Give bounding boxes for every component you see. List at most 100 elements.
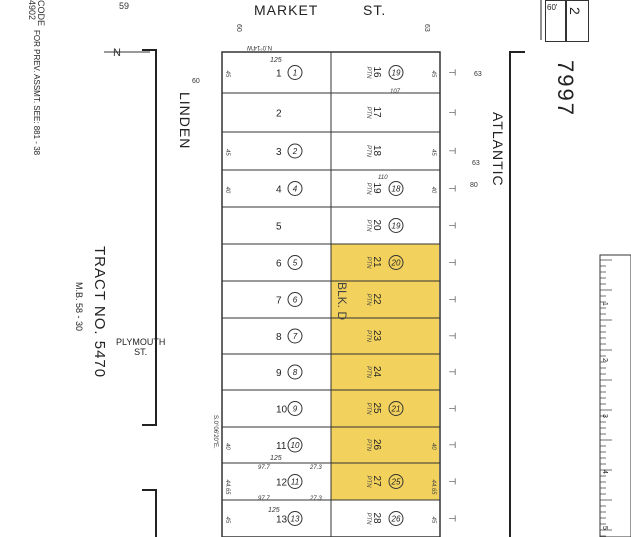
north-arrow-icon: N <box>104 47 150 59</box>
east-parcel-number: 19 <box>392 69 401 78</box>
dim-110: 110 <box>378 175 388 181</box>
linden-east-line <box>142 49 157 426</box>
west-parcel-number: 11 <box>291 478 299 487</box>
lot-tick-mark: ⊤ <box>447 147 457 155</box>
east-parcel-number: 18 <box>392 185 401 194</box>
east-parcel-number: 25 <box>391 478 401 487</box>
highlighted-area <box>331 244 439 500</box>
east-lot-ptn: PTN <box>365 220 371 233</box>
west-lot-row: 1 1 45 <box>224 65 303 80</box>
parcel-circle-icon <box>287 328 303 344</box>
west-parcel-number: 1 <box>293 69 297 78</box>
atlantic-west-line <box>509 51 525 537</box>
page-code: 59 <box>119 1 130 11</box>
lot-tick-mark: ⊤ <box>447 259 457 267</box>
lot-tick-mark: ⊤ <box>447 296 457 304</box>
east-lot-number: 17 <box>371 107 382 119</box>
parcel-circle-icon <box>287 437 303 453</box>
west-lot-number: 3 <box>276 147 282 158</box>
parcel-circle-icon <box>287 292 303 307</box>
west-lot-number: 12 <box>276 478 288 489</box>
east-lot-number: 25 <box>371 403 382 415</box>
west-parcel-number: 5 <box>293 259 298 268</box>
lot-tick-mark: ⊤ <box>447 185 457 193</box>
west-frontage: 45 <box>224 517 230 524</box>
west-lot-number: 5 <box>276 222 282 233</box>
dim-97-b: 97.7 <box>258 496 270 502</box>
east-lot-ptn: PTN <box>365 403 371 416</box>
east-lot-ptn: PTN <box>365 257 371 270</box>
west-parcel-number: 2 <box>292 147 298 156</box>
east-lot-number: 23 <box>371 330 382 342</box>
parcel-circle-icon <box>388 255 404 270</box>
east-lot-number: 28 <box>371 513 382 525</box>
parcel-circle-icon <box>388 511 404 526</box>
east-parcel-number: 21 <box>391 405 401 414</box>
west-lot-row: 2 <box>222 92 331 120</box>
west-lot-number: 6 <box>276 259 282 270</box>
west-parcel-number: 13 <box>291 515 300 524</box>
ruler-label: 3 <box>601 414 608 418</box>
svg-text:N: N <box>113 47 121 59</box>
lot-tick-mark: ⊤ <box>447 109 457 117</box>
dim-97-a: 97.7 <box>258 465 270 471</box>
west-lot-number: 2 <box>276 109 282 120</box>
west-parcel-number: 10 <box>291 441 300 450</box>
east-lot-number: 20 <box>371 220 382 232</box>
east-lot-ptn: PTN <box>365 107 371 120</box>
west-frontage: 45 <box>224 149 230 156</box>
market-street-label: MARKET <box>254 2 318 18</box>
linden-top-num: 60 <box>192 78 200 85</box>
parcel-circle-icon <box>287 511 303 526</box>
east-parcel-number: 26 <box>391 515 401 524</box>
dim-edge-bearing: S.0°06'20"E. <box>212 415 218 449</box>
parcel-circle-icon <box>287 255 303 270</box>
parcel-circle-icon <box>287 65 303 80</box>
east-frontage: 40 <box>430 187 436 194</box>
parcel-circle-icon <box>287 181 303 196</box>
west-parcel-number: 6 <box>293 296 298 305</box>
west-frontage: 45 <box>224 71 230 78</box>
west-lot-number: 13 <box>276 515 288 526</box>
parcel-circle-icon <box>287 364 303 380</box>
east-lot-ptn: PTN <box>365 513 371 526</box>
dim-top-west: 125 <box>270 57 282 64</box>
ruler-label: 2 <box>601 358 608 362</box>
west-lot-number: 11 <box>276 441 287 452</box>
sheet-number-box: 2 <box>565 0 589 42</box>
ruler-label: 4 <box>601 470 608 474</box>
dim-107: 107 <box>390 89 401 95</box>
west-frontage: 40 <box>224 187 230 194</box>
east-parcel-number: 19 <box>392 222 401 231</box>
west-lot-number: 1 <box>276 69 282 80</box>
west-frontage: 44.65 <box>224 480 230 496</box>
west-lot-row: 5 <box>222 206 331 233</box>
east-lot-ptn: PTN <box>365 145 371 158</box>
west-lot-number: 9 <box>276 368 282 379</box>
lot-tick-mark: ⊤ <box>447 405 457 413</box>
dim-top-bearing: N.0°14'W <box>246 44 272 50</box>
parcel-circle-icon <box>287 143 303 159</box>
east-lot-ptn: PTN <box>365 294 371 307</box>
west-lot-row: 3 2 45 <box>222 131 331 159</box>
parcel-circle-icon <box>388 181 404 196</box>
east-frontage: 44.65 <box>430 480 436 496</box>
west-parcel-number: 8 <box>293 368 298 377</box>
plymouth-street-label: PLYMOUTH ST. <box>116 337 165 357</box>
linden-east-line-lower <box>142 489 157 537</box>
